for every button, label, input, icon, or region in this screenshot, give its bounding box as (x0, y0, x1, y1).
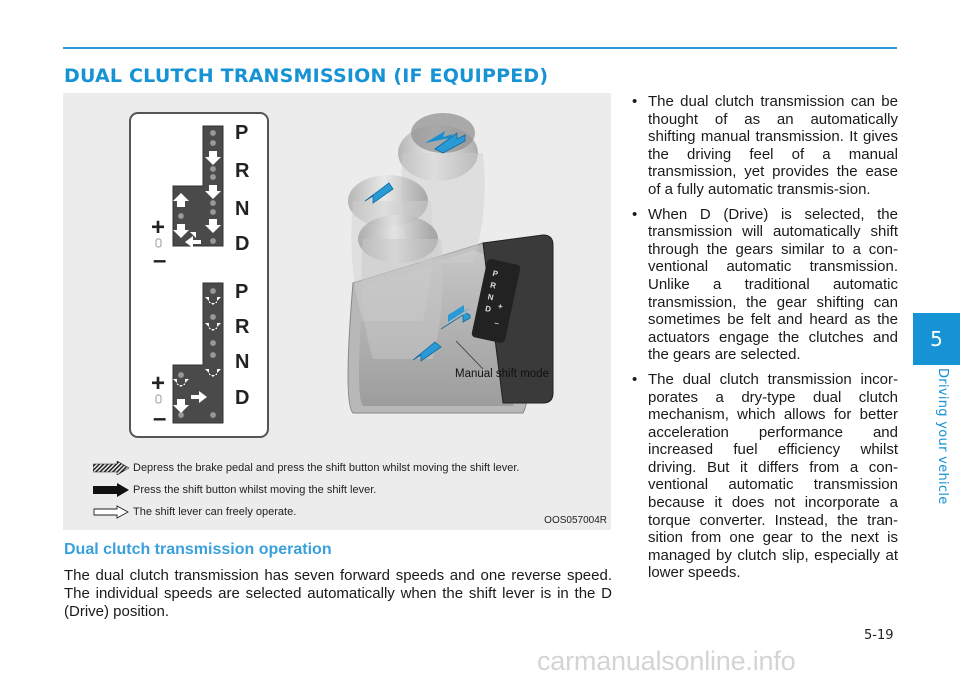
shift-lever-illustration: P R N D + – (347, 113, 554, 414)
legend-item: Depress the brake pedal and press the sh… (93, 461, 593, 477)
watermark[interactable]: carmanualsonline.info (537, 646, 796, 676)
legend-text: The shift lever can freely operate. (133, 506, 297, 518)
bullet-item: • The dual clutch transmission incor-pora… (630, 371, 898, 582)
gate1-d: D (235, 233, 249, 255)
gate2-plus: + (151, 370, 165, 397)
gate2-minus: – (153, 405, 166, 432)
bullet-icon: • (632, 370, 638, 388)
shift-pattern-figure: P R N D P R N D + – + – P R N D + (63, 93, 611, 530)
gate1-p: P (235, 122, 248, 144)
gate1-r: R (235, 160, 250, 182)
gate2-d: D (235, 387, 249, 409)
gate2-p: P (235, 281, 248, 303)
bullet-text: When D (Drive) is selected, the transmis… (648, 205, 898, 364)
page-title: DUAL CLUTCH TRANSMISSION (IF EQUIPPED) (64, 65, 549, 87)
bullet-icon: • (632, 93, 638, 110)
shift-pattern-illustration: P R N D P R N D + – + – P R N D + (129, 112, 554, 438)
plate-n: N (487, 292, 495, 302)
plate-plus: + (497, 302, 504, 312)
bullet-text: The dual clutch transmission can be thou… (648, 93, 898, 198)
legend-item: Press the shift button whilst moving the… (93, 483, 593, 499)
bullet-item: • The dual clutch transmission can be tho… (630, 93, 898, 199)
gate1-n: N (235, 198, 249, 220)
figure-code: OOS057004R (544, 515, 607, 526)
bullet-icon: • (632, 205, 638, 223)
legend-item: The shift lever can freely operate. (93, 505, 593, 521)
page-number: 5-19 (864, 628, 894, 643)
chapter-tab: 5 (913, 313, 960, 365)
legend-text: Press the shift button whilst moving the… (133, 484, 377, 496)
plate-p: P (492, 269, 500, 279)
gate1-plus: + (151, 214, 165, 241)
plate-r: R (489, 281, 497, 291)
gate2-r: R (235, 316, 250, 338)
manual-shift-mode-callout: Manual shift mode (455, 368, 549, 380)
plate-d: D (484, 304, 492, 314)
section-heading: Dual clutch transmission operation (64, 541, 332, 558)
outline-arrow-icon (93, 505, 129, 519)
bullet-item: • When D (Drive) is selected, the transmi… (630, 206, 898, 364)
gate1-minus: – (153, 247, 166, 274)
chapter-name: Driving your vehicle (935, 368, 950, 505)
hatched-arrow-icon (93, 461, 129, 475)
section-paragraph: The dual clutch transmission has seven f… (64, 567, 612, 620)
bullet-list: • The dual clutch transmission can be tho… (630, 93, 898, 589)
gate2-n: N (235, 351, 249, 373)
bullet-text: The dual clutch transmission incor-porat… (648, 370, 898, 582)
header-rule (63, 47, 897, 49)
plate-minus: – (494, 318, 501, 328)
solid-arrow-icon (93, 483, 129, 497)
gate-panel (129, 112, 269, 438)
legend-text: Depress the brake pedal and press the sh… (133, 462, 520, 474)
